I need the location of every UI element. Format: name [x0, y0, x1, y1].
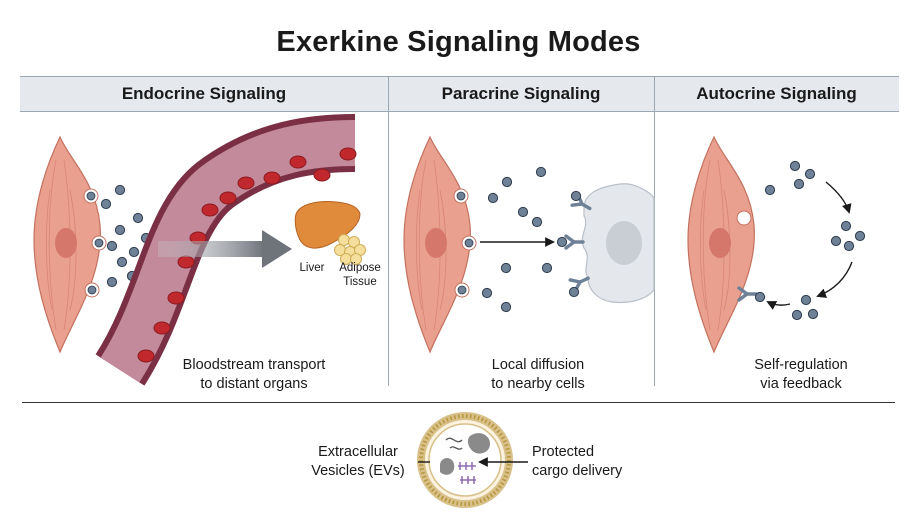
- section-divider: [22, 402, 895, 403]
- cargo-label-line1: Protected: [532, 444, 595, 460]
- ev-label: Extracellular Vesicles (EVs): [302, 443, 414, 481]
- muscle-cell-icon: [687, 135, 755, 354]
- panel-divider-1: [388, 76, 389, 386]
- liver-icon: [294, 201, 361, 249]
- muscle-cell-icon: [33, 135, 107, 354]
- autocrine-caption: Self-regulation via feedback: [736, 356, 866, 394]
- liver-label: Liver: [299, 262, 325, 274]
- paracrine-panel-title: Paracrine Signaling: [441, 84, 601, 103]
- endocrine-caption-line2: to distant organs: [200, 376, 308, 392]
- cargo-label-line2: cargo delivery: [532, 463, 623, 479]
- signal-molecule-icon: [754, 160, 866, 321]
- panel-header-bar: [20, 76, 899, 112]
- autocrine-caption-line1: Self-regulation: [754, 357, 848, 373]
- paracrine-caption-line2: to nearby cells: [491, 376, 585, 392]
- feedback-arrow: [825, 181, 852, 214]
- autocrine-caption-line2: via feedback: [760, 376, 842, 392]
- target-cell-icon: [581, 183, 655, 304]
- endocrine-caption-line1: Bloodstream transport: [182, 357, 326, 373]
- signal-molecule-icon: [481, 166, 582, 313]
- red-blood-cell-icon: [137, 147, 357, 363]
- endocrine-panel-title: Endocrine Signaling: [121, 84, 287, 103]
- feedback-arrow: [766, 301, 791, 310]
- extracellular-vesicle-icon: [417, 412, 513, 508]
- adipose-label: Adipose Tissue: [330, 261, 390, 289]
- ev-label-line1: Extracellular: [318, 444, 398, 460]
- adipose-tissue-icon: [334, 234, 366, 265]
- paracrine-caption: Local diffusion to nearby cells: [458, 356, 618, 394]
- muscle-cell-icon: [403, 135, 477, 354]
- cargo-label: Protected cargo delivery: [532, 443, 638, 481]
- endocrine-caption: Bloodstream transport to distant organs: [164, 356, 344, 394]
- blood-vessel-icon: [95, 114, 356, 386]
- adipose-label-line2: Tissue: [343, 276, 377, 288]
- feedback-arrow: [816, 261, 853, 298]
- transport-arrow: [158, 230, 292, 268]
- page-title: Exerkine Signaling Modes: [276, 26, 641, 58]
- adipose-label-line1: Adipose: [339, 262, 381, 274]
- ev-label-line2: Vesicles (EVs): [311, 463, 405, 479]
- receptor-icon: [737, 286, 758, 302]
- paracrine-caption-line1: Local diffusion: [491, 357, 585, 373]
- autocrine-panel-title: Autocrine Signaling: [696, 84, 857, 103]
